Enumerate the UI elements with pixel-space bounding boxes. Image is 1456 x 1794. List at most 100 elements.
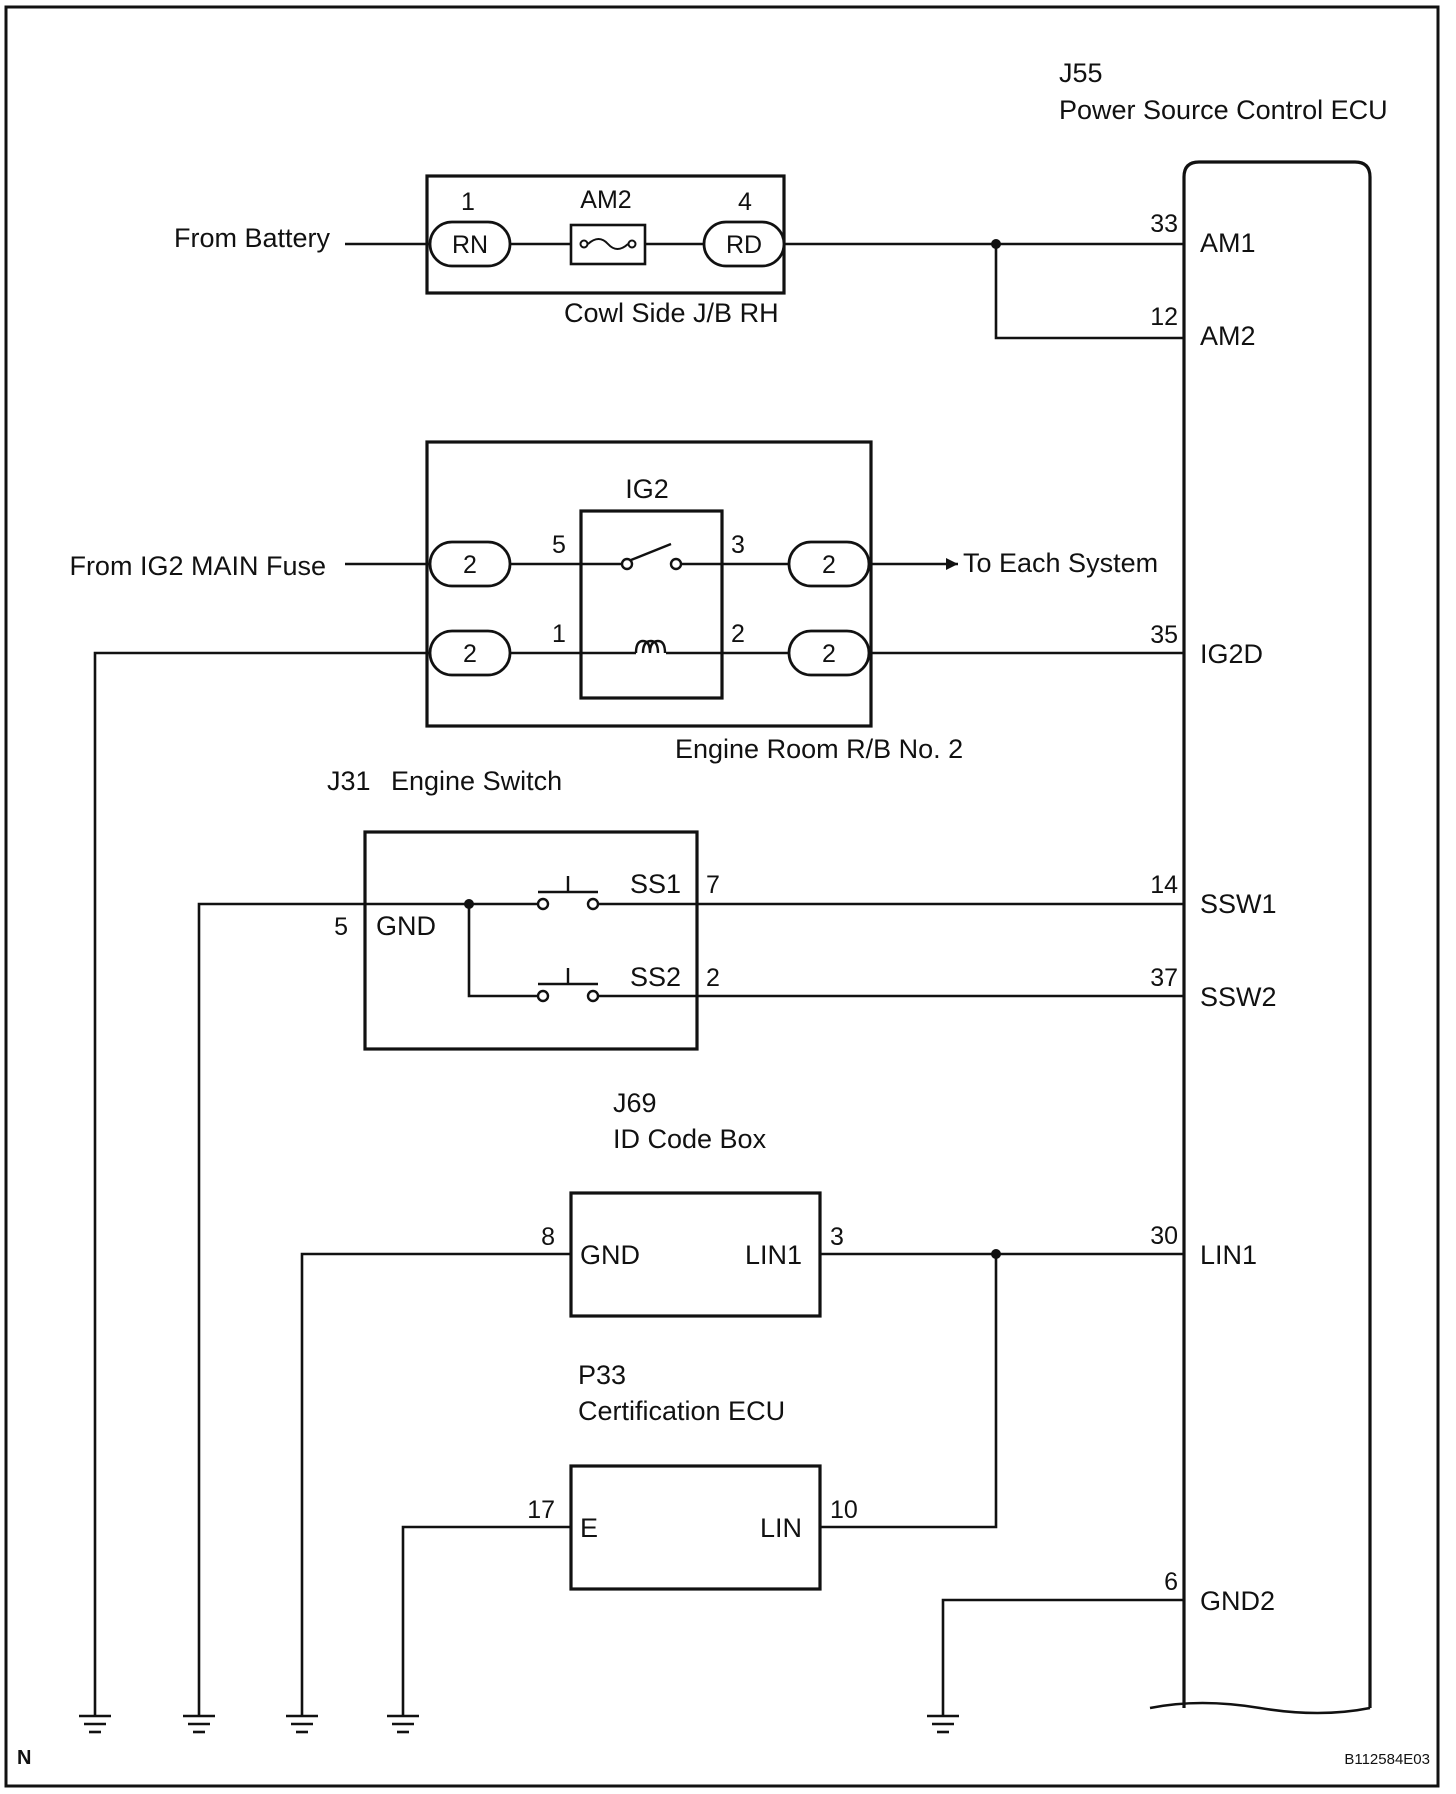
engine-switch-code: J31: [327, 766, 371, 796]
ecu-pin-ssw2: 37 SSW2: [1150, 964, 1276, 1012]
certification-ecu-lin-label: LIN: [760, 1513, 802, 1543]
ecu-pin-am1: 33 AM1: [1150, 210, 1255, 258]
ecu-pin-number: 37: [1150, 964, 1178, 992]
fuse-icon: [569, 223, 647, 266]
ground-icon: [79, 1714, 111, 1734]
jb-pin-1: 1: [461, 188, 475, 216]
junction-block-box: [425, 174, 786, 295]
ecu-pin-label: LIN1: [1200, 1240, 1257, 1270]
id-code-box-code: J69: [613, 1088, 657, 1118]
ground-icon: [183, 1714, 215, 1734]
ecu-pin-number: 12: [1150, 303, 1178, 331]
ecu-pin-gnd2: 6 GND2: [1164, 1568, 1275, 1616]
from-ig2-main-fuse-label: From IG2 MAIN Fuse: [69, 551, 326, 581]
connector-label: RD: [726, 231, 762, 259]
ecu-pin-label: SSW1: [1200, 889, 1277, 919]
ecu-pin-ssw1: 14 SSW1: [1150, 871, 1276, 919]
id-code-box-name: ID Code Box: [613, 1124, 767, 1154]
connector-label: RN: [452, 231, 488, 259]
figure-code: B112584E03: [1344, 1751, 1430, 1768]
relay-switch-icon: [620, 542, 683, 571]
junction-dot-am: [991, 239, 1001, 249]
ecu-pin-number: 33: [1150, 210, 1178, 238]
id-code-box-pin-8: 8: [541, 1223, 555, 1251]
wire-engine-switch-ground: [197, 902, 365, 1716]
ecu-pin-am2: 12 AM2: [1150, 303, 1255, 351]
id-code-box: J69 ID Code Box 8 GND LIN1 3: [541, 1088, 844, 1318]
power-source-control-ecu: J55 Power Source Control ECU: [1059, 58, 1388, 1715]
certification-ecu: P33 Certification ECU 17 E LIN 10: [527, 1360, 858, 1591]
wire-cert-ecu-ground: [401, 1525, 571, 1716]
connector-rd: RD: [702, 220, 786, 268]
wire-relay-coil-ground: [93, 651, 430, 1716]
ecu-pin-label: IG2D: [1200, 639, 1263, 669]
jb-pin-4: 4: [738, 188, 752, 216]
certification-ecu-pin-10: 10: [830, 1496, 858, 1524]
engine-room-relay-block: Engine Room R/B No. 2 IG2 2 2 2 2 5 3 1 …: [425, 440, 963, 764]
ecu-break-line: [1149, 1701, 1371, 1715]
connector-rn: RN: [428, 220, 512, 268]
ecu-pin-ig2d: 35 IG2D: [1150, 621, 1263, 669]
ig2-relay-box: [579, 509, 724, 700]
diagram-frame: [4, 5, 1440, 1788]
engine-switch-pin-2: 2: [706, 964, 720, 992]
ecu-pin-label: AM1: [1200, 228, 1256, 258]
cowl-side-junction-block: Cowl Side J/B RH 1 4 AM2 RN RD: [425, 174, 786, 328]
ecu-name: Power Source Control ECU: [1059, 95, 1388, 125]
engine-switch-name: Engine Switch: [391, 766, 562, 796]
ecu-body: [1182, 160, 1372, 1708]
junction-block-name: Cowl Side J/B RH: [564, 298, 779, 328]
certification-ecu-code: P33: [578, 1360, 626, 1390]
relay-coil-icon: [634, 639, 667, 654]
engine-switch: J31 Engine Switch 5 GND SS1 7 SS2 2: [327, 766, 720, 1051]
relay-pin-2: 2: [731, 620, 745, 648]
ecu-pin-number: 14: [1150, 871, 1178, 899]
id-code-box-gnd-label: GND: [580, 1240, 640, 1270]
relay-pin-1: 1: [552, 620, 566, 648]
wire-am2: [994, 244, 1184, 340]
engine-switch-pin-5: 5: [334, 913, 348, 941]
ig2-relay-label: IG2: [625, 474, 669, 504]
ecu-code: J55: [1059, 58, 1103, 88]
ground-icon: [927, 1714, 959, 1734]
engine-switch-pin-7: 7: [706, 871, 720, 899]
relay-block-name: Engine Room R/B No. 2: [675, 734, 963, 764]
fuse-label: AM2: [580, 186, 631, 214]
engine-switch-gnd-label: GND: [376, 911, 436, 941]
certification-ecu-name: Certification ECU: [578, 1396, 785, 1426]
wire-cert-ecu-lin: [820, 1254, 998, 1529]
connector-label: 2: [463, 551, 477, 579]
relay-pin-3: 3: [731, 531, 745, 559]
push-switch-ss1-icon: [536, 876, 600, 911]
ecu-pin-number: 30: [1150, 1222, 1178, 1250]
connector-label: 2: [822, 551, 836, 579]
ecu-pin-label: AM2: [1200, 321, 1256, 351]
ground-icon: [387, 1714, 419, 1734]
ss2-label: SS2: [630, 962, 681, 992]
wire-id-box-ground: [300, 1252, 571, 1716]
id-code-box-lin1-label: LIN1: [745, 1240, 802, 1270]
certification-ecu-e-label: E: [580, 1513, 598, 1543]
arrow-icon: [946, 558, 958, 570]
ecu-pin-label: GND2: [1200, 1586, 1275, 1616]
ecu-pin-number: 35: [1150, 621, 1178, 649]
ss1-label: SS1: [630, 869, 681, 899]
ground-icon: [286, 1714, 318, 1734]
connector-rb-4: 2: [787, 629, 871, 677]
wire-switch-branch: [467, 904, 538, 998]
to-each-system-label: To Each System: [963, 548, 1158, 578]
ecu-pin-label: SSW2: [1200, 982, 1277, 1012]
relay-block-box: [425, 440, 873, 728]
connector-rb-1: 2: [428, 540, 512, 588]
engine-switch-box: [363, 830, 699, 1051]
connector-rb-2: 2: [787, 540, 871, 588]
ecu-pin-number: 6: [1164, 1568, 1178, 1596]
connector-rb-3: 2: [428, 629, 512, 677]
connector-label: 2: [463, 640, 477, 668]
from-battery-label: From Battery: [174, 223, 331, 253]
id-code-box-pin-3: 3: [830, 1223, 844, 1251]
ecu-pin-lin1: 30 LIN1: [1150, 1222, 1257, 1270]
push-switch-ss2-icon: [536, 968, 600, 1003]
wire-gnd2: [941, 1598, 1184, 1716]
